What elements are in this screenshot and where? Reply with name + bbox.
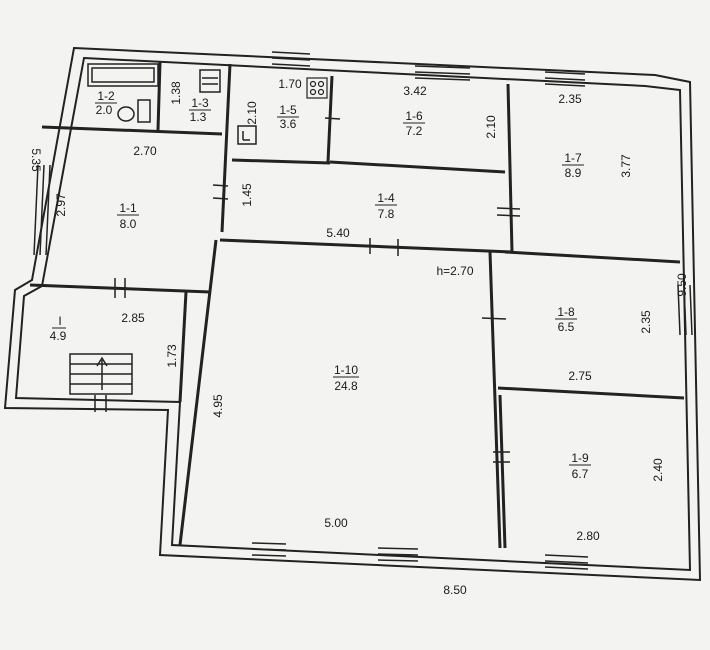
room-1-5-area: 3.6	[280, 117, 297, 131]
dim-4-95: 4.95	[211, 394, 225, 418]
window-top-1	[271, 51, 311, 67]
room-I-id: I	[58, 314, 61, 328]
window-right	[677, 284, 693, 336]
dim-1-38: 1.38	[169, 81, 183, 105]
boiler-icon	[237, 125, 257, 145]
room-1-1-id: 1-1	[119, 201, 137, 215]
window-left	[33, 164, 51, 256]
room-1-4-id: 1-4	[377, 191, 395, 205]
label-underlines	[52, 102, 591, 466]
wall-1-7-bottom	[504, 250, 681, 264]
ceiling-height: h=2.70	[436, 264, 473, 278]
wall-1-1-top	[41, 125, 223, 136]
wall-1-5-bottom	[231, 158, 331, 165]
dim-2-70: 2.70	[133, 144, 157, 158]
room-1-7-id: 1-7	[564, 151, 582, 165]
room-1-5-id: 1-5	[279, 103, 297, 117]
toilet-icon	[117, 99, 151, 123]
wall-1-8-bottom	[497, 386, 685, 400]
stairs-icon	[69, 353, 133, 395]
dim-2-85: 2.85	[121, 311, 145, 325]
room-1-6-area: 7.2	[406, 124, 423, 138]
room-1-1-area: 8.0	[120, 217, 137, 231]
room-1-3-area: 1.3	[190, 110, 207, 124]
door-marks	[94, 117, 521, 463]
room-1-8-area: 6.5	[558, 320, 575, 334]
window-top-3	[544, 71, 586, 87]
window-top-2	[414, 65, 471, 81]
room-1-10-area: 24.8	[334, 379, 358, 393]
wall-porch-right	[178, 291, 188, 403]
room-1-9-area: 6.7	[572, 467, 589, 481]
dim-left-top: 5.35	[29, 148, 43, 172]
room-1-10-id: 1-10	[334, 363, 358, 377]
window-bottom-1	[251, 542, 287, 557]
outer-wall-inner	[14, 56, 692, 572]
dim-5-40: 5.40	[326, 226, 350, 240]
dim-2-80: 2.80	[576, 529, 600, 543]
wall-1-10-right	[488, 251, 502, 549]
wall-1-3-right	[220, 63, 232, 233]
dim-1-73: 1.73	[165, 344, 179, 368]
wall-1-10-left	[178, 239, 218, 546]
room-1-6-id: 1-6	[405, 109, 423, 123]
dim-1-70: 1.70	[278, 77, 302, 91]
dim-2-35-a: 2.35	[558, 92, 582, 106]
dim-total-width: 8.50	[443, 583, 467, 597]
dim-2-75: 2.75	[568, 369, 592, 383]
dim-total-height: 9.50	[675, 273, 689, 297]
room-1-2-id: 1-2	[97, 89, 115, 103]
room-1-9-id: 1-9	[571, 451, 589, 465]
room-1-4-area: 7.8	[378, 207, 395, 221]
dim-2-35-b: 2.35	[639, 310, 653, 334]
sink-icon	[199, 69, 221, 93]
wall-1-9-left	[498, 394, 507, 549]
window-bottom-3	[544, 554, 589, 570]
dim-2-10-b: 2.10	[484, 115, 498, 139]
wall-1-1-bottom	[29, 283, 211, 294]
dim-3-42: 3.42	[403, 84, 427, 98]
dim-2-97: 2.97	[54, 193, 68, 217]
wall-1-6-bottom	[329, 160, 506, 174]
stove-icon	[306, 77, 328, 99]
room-1-8-id: 1-8	[557, 305, 575, 319]
room-I-area: 4.9	[50, 329, 67, 343]
outer-wall-outer	[3, 46, 702, 582]
dim-2-10-a: 2.10	[245, 101, 259, 125]
room-1-7-area: 8.9	[565, 166, 582, 180]
room-1-2-area: 2.0	[96, 103, 113, 117]
window-bottom-2	[377, 547, 419, 562]
wall-1-4-bottom	[219, 238, 513, 254]
bathtub-icon	[87, 63, 159, 87]
wall-1-6-right	[506, 83, 514, 253]
room-1-3-id: 1-3	[191, 96, 209, 110]
wall-1-2-1-3	[156, 61, 162, 131]
dim-2-40: 2.40	[651, 458, 665, 482]
dim-1-45: 1.45	[240, 183, 254, 207]
dim-3-77: 3.77	[619, 154, 633, 178]
dim-5-00: 5.00	[324, 516, 348, 530]
